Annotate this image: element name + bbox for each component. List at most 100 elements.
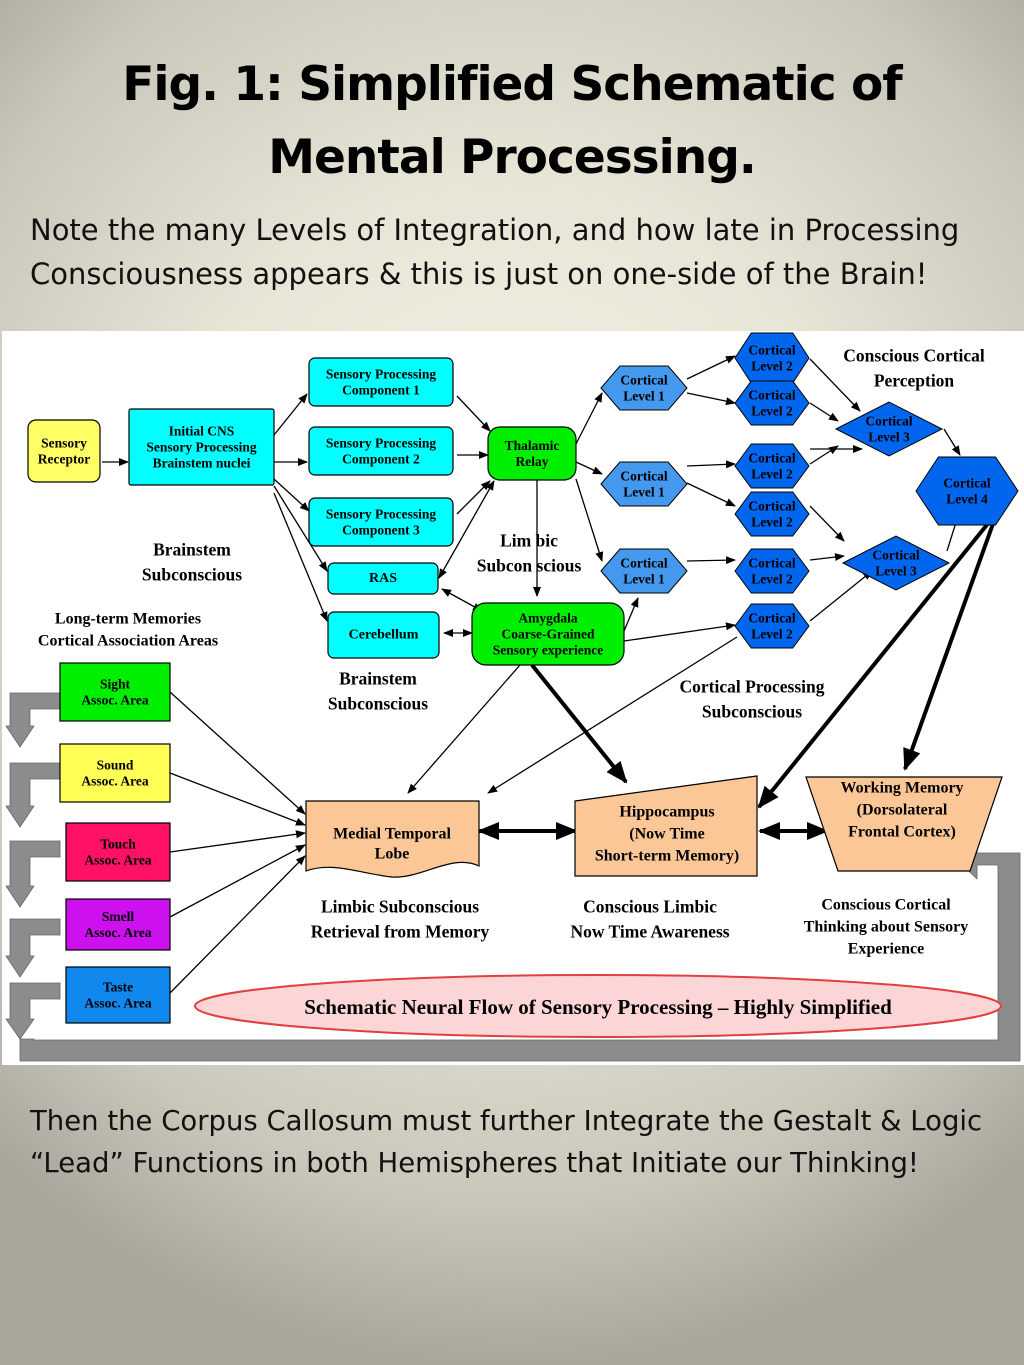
sight-assoc-area-text-2: Assoc. Area (81, 693, 148, 708)
initial-cns-box-text-3: Brainstem nuclei (153, 456, 251, 471)
conscious-cortical-perception-label-text-1: Conscious Cortical (843, 346, 985, 366)
flow-arrow-24 (809, 358, 861, 412)
flow-arrow-18 (686, 392, 736, 406)
limbic-retrieval-label-text-1: Limbic Subconscious (321, 897, 479, 917)
sensory-receptor-text-2: Receptor (38, 452, 90, 467)
cortical-level3-b-text-2: Level 3 (875, 564, 917, 579)
flow-arrow-12 (575, 478, 604, 562)
flow-arrow-19 (686, 460, 736, 469)
flow-arrow-30 (809, 570, 873, 622)
cortical-level1-a-text-2: Level 1 (623, 389, 665, 404)
gray-feedback-arrow (5, 840, 61, 908)
cortical-level3-a-text-1: Cortical (865, 413, 912, 428)
sensory-processing-2-box (308, 426, 454, 476)
flow-arrow-28 (809, 505, 845, 542)
sensory-processing-1-text-2: Component 1 (342, 383, 420, 398)
flow-arrow-42 (169, 855, 306, 994)
cortical-processing-subconscious-label-text-2: Subconscious (702, 702, 802, 722)
conscious-cortical-perception-label-text-2: Perception (874, 371, 955, 391)
flow-arrow-35 (487, 636, 738, 794)
cortical-level1-c-hexagon (600, 548, 688, 594)
flow-arrow-5 (273, 485, 328, 572)
intro-note: Note the many Levels of Integration, and… (30, 208, 1020, 296)
working-memory-text-3: Frontal Cortex) (848, 824, 956, 841)
flow-arrow-41 (169, 844, 306, 918)
cerebellum-box-box (327, 611, 440, 659)
cortical-level1-b-hexagon (600, 461, 688, 507)
cerebellum-box-text-1: Cerebellum (349, 628, 419, 643)
hippocampus-text-2: (Now Time (629, 826, 704, 843)
thalamic-relay-text-2: Relay (516, 454, 549, 469)
amygdala-box-text-2: Coarse-Grained (502, 627, 595, 642)
sensory-processing-3-text-1: Sensory Processing (326, 506, 437, 521)
sound-assoc-area-text-1: Sound (97, 757, 134, 772)
footer-line-1: Then the Corpus Callosum must further In… (30, 1105, 983, 1137)
smell-assoc-area-text-2: Assoc. Area (84, 925, 151, 940)
flow-arrow-20 (686, 482, 736, 507)
slide-title: Fig. 1: Simplified Schematic of Mental P… (0, 48, 1024, 194)
amygdala-box-box (471, 602, 625, 666)
note-line-1: Note the many Levels of Integration, and… (30, 213, 960, 247)
flow-arrow-6 (273, 492, 328, 622)
cortical-level2-e-text-1: Cortical (748, 555, 795, 570)
sensory-processing-2-text-2: Component 2 (342, 452, 420, 467)
cortical-level2-a-text-2: Level 2 (751, 359, 793, 374)
brainstem-subconscious-label-2-text-1: Brainstem (339, 669, 417, 689)
cortical-level2-b-hexagon (734, 380, 810, 426)
conscious-cortical-thinking-label-text-1: Conscious Cortical (821, 897, 951, 914)
cortical-level3-b-diamond (841, 535, 951, 591)
medial-temporal-lobe-text-1: Medial Temporal (333, 826, 451, 843)
sight-assoc-area-box (59, 662, 171, 722)
hippocampus-shape (574, 775, 758, 877)
thalamic-relay-box (487, 426, 577, 481)
sensory-receptor-box (27, 419, 101, 483)
cortical-processing-subconscious-label-text-1: Cortical Processing (680, 677, 825, 697)
cortical-level2-d-text-1: Cortical (748, 498, 795, 513)
flow-arrow-14 (438, 480, 495, 579)
cortical-level1-a-text-1: Cortical (620, 372, 667, 387)
touch-assoc-area-text-2: Assoc. Area (84, 853, 151, 868)
gray-feedback-arrow (5, 762, 61, 828)
flow-arrow-31 (943, 428, 961, 456)
sensory-processing-3-text-2: Component 3 (342, 523, 420, 538)
working-memory-text-2: (Dorsolateral (857, 802, 948, 819)
flow-arrow-29 (809, 553, 845, 562)
thalamic-relay-text-1: Thalamic (505, 438, 560, 453)
sight-assoc-area-text-1: Sight (100, 676, 131, 691)
touch-assoc-area-box (65, 822, 171, 882)
cortical-level2-e-text-2: Level 2 (751, 572, 793, 587)
limbic-subconscious-label-text-1: Lim bic (500, 531, 558, 551)
flow-arrow-33 (407, 664, 521, 794)
sound-assoc-area-text-2: Assoc. Area (81, 774, 148, 789)
conscious-limbic-label-text-1: Conscious Limbic (583, 897, 717, 917)
flow-arrow-2 (273, 393, 308, 436)
sound-assoc-area-box (59, 743, 171, 803)
cortical-level4-hexagon (915, 456, 1019, 526)
flow-arrow-36 (757, 519, 992, 809)
flow-arrow-22 (623, 597, 639, 632)
brainstem-subconscious-label-2-text-2: Subconscious (328, 694, 428, 714)
hippocampus-text-3: Short-term Memory) (595, 848, 739, 865)
cortical-level1-a-hexagon (600, 365, 688, 411)
flow-arrow-38 (169, 691, 306, 815)
longterm-memories-label-text-2: Cortical Association Areas (38, 633, 218, 650)
cortical-level2-f-hexagon (734, 603, 810, 649)
footer-line-2: “Lead” Functions in both Hemispheres tha… (30, 1147, 919, 1179)
limbic-subconscious-label-text-2: Subcon scious (477, 556, 582, 576)
cortical-level2-c-text-1: Cortical (748, 450, 795, 465)
gray-feedback-arrow (5, 692, 61, 748)
cortical-level2-b-text-2: Level 2 (751, 404, 793, 419)
brainstem-subconscious-label-1-text-2: Subconscious (142, 565, 242, 585)
ras-box-box (327, 562, 439, 595)
banner-ellipse (194, 974, 1002, 1038)
flow-arrow-7 (456, 395, 491, 432)
limbic-retrieval-label-text-2: Retrieval from Memory (311, 922, 490, 942)
smell-assoc-area-box (65, 898, 171, 951)
initial-cns-box-box (128, 408, 275, 486)
gray-feedback-arrow (5, 918, 61, 978)
amygdala-box-text-3: Sensory experience (493, 643, 604, 658)
initial-cns-box-text-2: Sensory Processing (146, 440, 257, 455)
cortical-level1-b-text-2: Level 1 (623, 485, 665, 500)
